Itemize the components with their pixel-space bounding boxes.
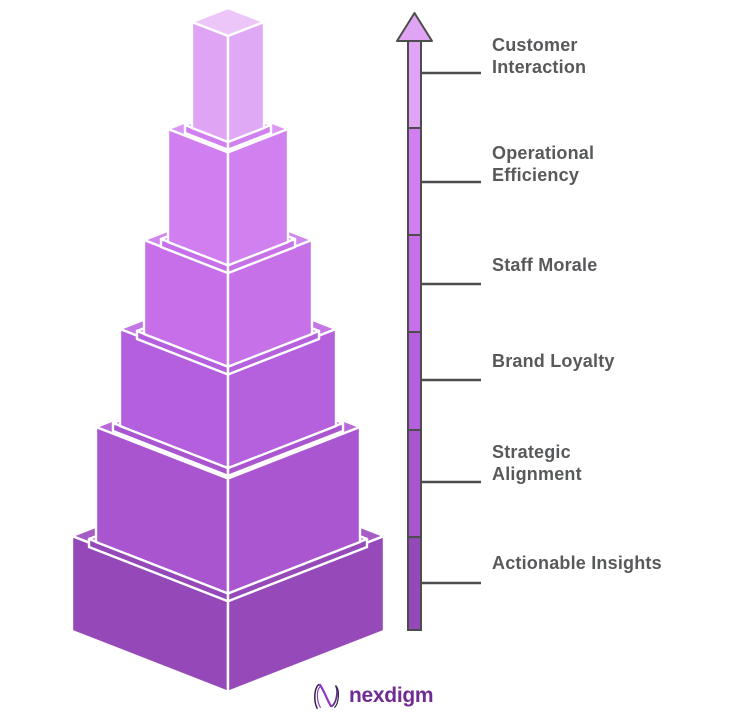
- pyramid-level-1-right-face: [226, 20, 266, 144]
- pyramid-level-2-left-face: [166, 127, 230, 267]
- arrow-segment-3: [407, 234, 422, 333]
- arrow-segment-2: [407, 127, 422, 236]
- arrow-segment-4: [407, 331, 422, 431]
- arrow-segment-6: [407, 536, 422, 631]
- arrow-segment-1: [407, 35, 422, 129]
- nexdigm-wordmark: nexdigm: [349, 684, 434, 707]
- pyramid-level-5-right-face: [226, 425, 362, 595]
- nexdigm-icon: [314, 683, 339, 710]
- arrow-head: [396, 12, 433, 42]
- pyramid-level-1-left-face: [190, 20, 230, 144]
- pyramid-level-2-right-face: [226, 127, 290, 267]
- arrow-segment-5: [407, 429, 422, 538]
- nexdigm-logo: nexdigm: [311, 679, 434, 713]
